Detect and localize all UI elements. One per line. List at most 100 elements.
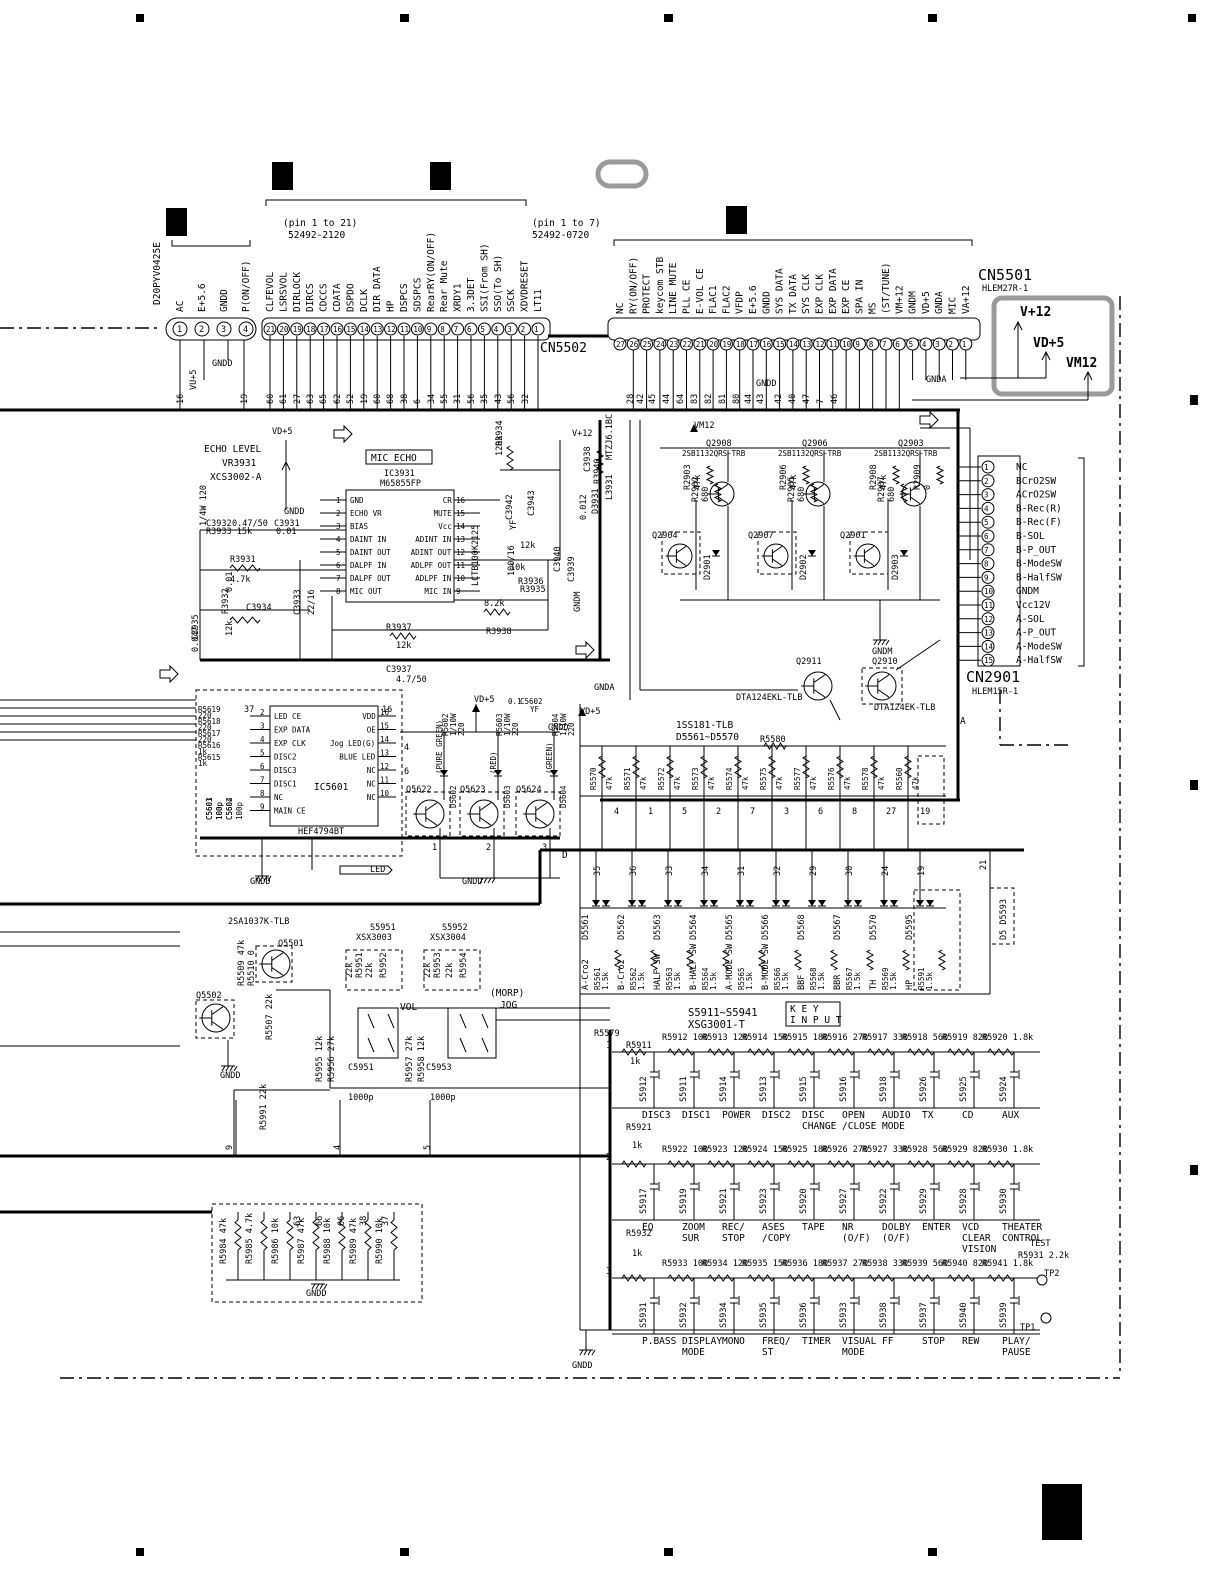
key-function-label: TX	[922, 1110, 934, 1121]
ic3931-left-pin-number: 1	[336, 496, 341, 505]
motor-lower-ref: Q2904	[652, 531, 678, 541]
cn2901-pin-15	[981, 653, 995, 667]
transistor-collector	[535, 802, 548, 811]
key-push-switch	[810, 1176, 820, 1198]
key-function-label: DISC3	[642, 1110, 671, 1121]
vr3931-part: XCS3002-A	[210, 472, 262, 483]
cn5502-pin-5	[477, 322, 491, 336]
cn5501-connector-body	[607, 317, 981, 341]
key-push-switch	[650, 1290, 660, 1312]
key-push-switch	[690, 1176, 700, 1198]
highlight-vm12: VM12	[1066, 356, 1097, 371]
r5991-label: R5991 22k	[259, 1084, 269, 1130]
left-group-part: 52492-2120	[288, 230, 345, 241]
led-resistor-label: R5619	[198, 705, 221, 714]
diode-triangle	[638, 900, 646, 906]
key-part-label: XSG3001-T	[688, 1019, 746, 1031]
switch-sense-pin: 35	[593, 866, 603, 876]
cn5502-pin-21	[263, 322, 277, 336]
supply-highlight-box	[991, 295, 1115, 397]
switch-sense-diode-b	[674, 900, 682, 907]
diode-row-res-ref: R5571	[623, 767, 632, 790]
key-ladder-res-symbol	[867, 1274, 895, 1282]
led-diode-ref: D5604	[559, 785, 568, 808]
ic3931-left-pin-number: 3	[336, 522, 341, 531]
switch-sense-diode	[592, 900, 600, 907]
bus-wire-number: 63	[306, 394, 316, 404]
switch-sense-res-ref: R5565	[737, 967, 746, 990]
bus-wire-number: 34	[427, 394, 437, 404]
key-function-label: EQ	[642, 1222, 654, 1233]
mic-echo-part-label: R3932	[221, 588, 231, 614]
motor-lower-outline	[757, 531, 797, 575]
transistor-collector	[877, 674, 890, 683]
key-ladder-res-symbol	[747, 1160, 775, 1168]
bus-wire-number: 56	[467, 394, 477, 404]
cn5502-pin-label: DIRCS	[305, 283, 316, 312]
transistor-collector	[271, 952, 284, 961]
key-ladder-res-symbol	[707, 1274, 735, 1282]
diode-row-range: D5561~D5570	[676, 732, 739, 743]
bus-wire-number: 28	[626, 394, 636, 404]
key-row-number: 3	[606, 1266, 612, 1277]
q2911-ref: Q2911	[796, 657, 822, 667]
diode-row-net-number: 4	[614, 807, 619, 817]
ground-hatch	[587, 1349, 592, 1356]
bottom-resistor-label: R5989 47k	[349, 1218, 359, 1264]
diode-row-resistor	[666, 755, 674, 779]
ic3931-left-pin-number: 8	[336, 587, 341, 596]
mic-echo-part-label: 0.01	[276, 527, 296, 537]
key-switch-ref: S5918	[879, 1076, 889, 1102]
key-ladder-res-symbol	[667, 1048, 695, 1056]
cn5502-pin-number: 16	[333, 325, 343, 334]
diode-triangle	[602, 900, 610, 906]
key-push-switch	[970, 1290, 980, 1312]
cn5501-pin-number: 27	[616, 340, 625, 349]
cn2901-pin-label: B-P_OUT	[1016, 545, 1056, 556]
key-push-switch	[930, 1290, 940, 1312]
vol-encoder-body	[357, 1007, 399, 1059]
ic5601-left-pin-label: EXP CLK	[274, 739, 306, 748]
encoder-part-label: 22k	[345, 963, 355, 978]
diode-row-net-number: 2	[716, 807, 721, 817]
key-ladder-resistor: R5924 150	[742, 1145, 788, 1155]
mic-echo-part-label: 10k	[510, 563, 525, 573]
key-ladder-resistor: R5930 1.8k	[982, 1145, 1033, 1155]
transistor-emitter	[772, 558, 783, 567]
led-driver-transistor	[523, 799, 555, 829]
cn5501-pin-number: 16	[762, 340, 772, 349]
cn5502-pin-label: DIRLOCK	[292, 272, 303, 312]
motor-top-transistor	[707, 481, 735, 507]
diode-triangle	[736, 900, 744, 906]
cn5501-pin-label: EXP CLK	[815, 274, 826, 314]
bus-wire-number: 82	[704, 394, 714, 404]
key-push-switch	[850, 1290, 860, 1312]
key-function-label: TAPE	[802, 1222, 825, 1233]
cn5501-pin-number: 20	[709, 340, 719, 349]
key-push-switch	[810, 1290, 820, 1312]
diode-row-res-ref: R5576	[827, 767, 836, 790]
diode-row-net-number: 6	[818, 807, 823, 817]
diode-row-net-number: 3	[784, 807, 789, 817]
diode-row-res-value: 47k	[639, 776, 648, 790]
cn5502-pin-11	[397, 322, 411, 336]
key-row-number: 1	[606, 1040, 612, 1051]
cn2901-pin-label: Vcc12V	[1016, 600, 1051, 611]
diode-row-res-value: 47k	[911, 776, 920, 790]
key-function-label: REC/STOP	[722, 1222, 745, 1244]
transistor-collector	[814, 483, 825, 492]
motor-diode-ref: D2902	[799, 554, 809, 580]
motor-resistor-value: 680	[701, 487, 711, 502]
mic-echo-part-label: C3932	[206, 519, 232, 529]
motor-resistor-value: 0	[923, 485, 933, 490]
cn5502-pin-label: LT11	[533, 289, 544, 312]
key-push-switch	[930, 1176, 940, 1198]
led-resistor-label: 1k	[198, 747, 208, 756]
led-cap-label: 100p	[215, 801, 224, 820]
key-input-label-1: K E Y	[790, 1004, 819, 1015]
key-push-switch	[850, 1064, 860, 1086]
diode-row-res-ref: R5578	[861, 767, 870, 790]
motor-resistor-value: 680	[797, 487, 807, 502]
mic-echo-part-label: C3938	[583, 446, 593, 472]
